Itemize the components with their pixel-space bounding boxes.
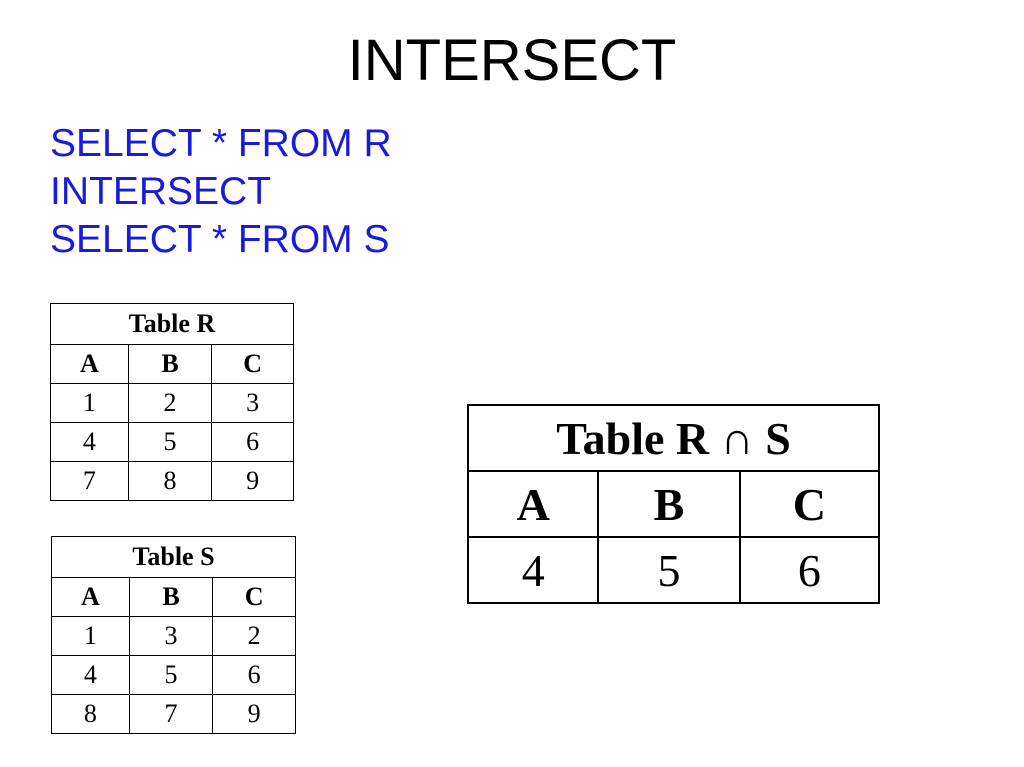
sql-line-1: SELECT * FROM R [50,122,392,165]
table-cell: 2 [212,616,296,656]
table-row: 1 3 2 [51,616,296,656]
table-cell: 4 [51,655,130,695]
table-row: 7 8 9 [50,461,294,501]
table-cell: 4 [466,536,600,604]
table-cell: 9 [211,461,294,501]
table-row: 4 5 6 [50,422,294,462]
table-cell: 6 [738,536,881,604]
column-header: B [597,470,741,538]
slide-title: INTERSECT [347,28,677,93]
table-cell: 7 [128,694,214,734]
table-caption: Table R ∩ S [467,404,880,472]
table-r-intersect-s: Table R ∩ S A B C 4 5 6 [466,404,881,604]
table-s: Table S A B C 1 3 2 4 5 6 8 7 9 [51,536,296,734]
column-header: C [211,344,294,384]
table-cell: 4 [50,422,129,462]
sql-line-2: INTERSECT [50,170,272,213]
table-cell: 7 [50,461,129,501]
table-row: 4 5 6 [51,655,296,695]
table-cell: 5 [128,655,214,695]
table-cell: 6 [212,655,296,695]
table-r: Table R A B C 1 2 3 4 5 6 7 8 9 [50,303,294,501]
column-header: B [127,344,213,384]
table-cell: 1 [50,383,129,423]
table-caption: Table S [51,536,296,578]
column-header: A [50,344,129,384]
table-caption: Table R [50,303,294,345]
table-cell: 3 [128,616,214,656]
column-header: A [51,577,130,617]
table-row: 8 7 9 [51,694,296,734]
column-header: C [738,470,881,538]
table-cell: 8 [127,461,213,501]
table-cell: 8 [51,694,130,734]
column-header: A [466,470,600,538]
table-row: 4 5 6 [466,536,881,604]
sql-query: SELECT * FROM R INTERSECT SELECT * FROM … [50,120,392,264]
table-cell: 3 [211,383,294,423]
table-cell: 2 [127,383,213,423]
sql-line-3: SELECT * FROM S [50,218,390,261]
column-header: C [212,577,296,617]
table-cell: 6 [211,422,294,462]
table-row: 1 2 3 [50,383,294,423]
table-cell: 5 [127,422,213,462]
table-cell: 1 [51,616,130,656]
table-cell: 9 [212,694,296,734]
table-cell: 5 [597,536,741,604]
column-header: B [128,577,214,617]
